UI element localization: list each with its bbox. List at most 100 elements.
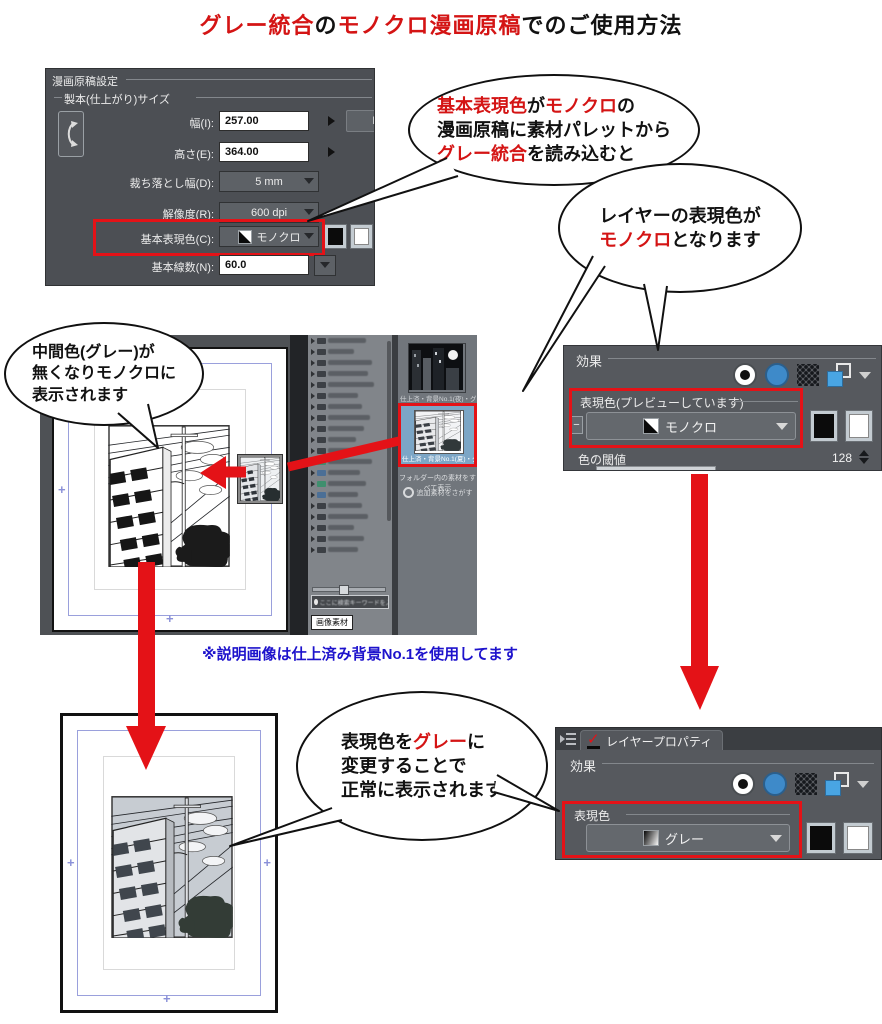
folder-row[interactable] (308, 346, 392, 357)
black-color-swatch[interactable] (324, 224, 347, 249)
dpi-select[interactable]: 600 dpi (219, 202, 319, 223)
expression-color-label: 表現色(プレビューしています) (580, 396, 744, 410)
material-search-box[interactable]: ここに検索キーワードを入力してください (311, 595, 389, 609)
threshold-value[interactable]: 128 (832, 451, 853, 465)
material-thumbnail (414, 410, 464, 454)
lines-dropdown-button[interactable] (314, 255, 336, 276)
bubble4-text: 表現色をグレーに 変更することで 正常に表示されます (341, 731, 503, 801)
folder-row[interactable] (308, 500, 392, 511)
scrollbar[interactable] (387, 341, 391, 521)
folder-row[interactable] (308, 357, 392, 368)
crop-mark-frame (77, 730, 261, 996)
folder-row[interactable] (308, 401, 392, 412)
default-border-frame (103, 756, 235, 970)
threshold-slider[interactable] (596, 466, 716, 470)
title-red-1: グレー統合 (199, 13, 315, 38)
caption-note: ※説明画像は仕上済み背景No.1を使用してます (202, 646, 518, 663)
width-label: 幅(I): (189, 118, 214, 130)
height-field[interactable]: 364.00 (219, 142, 309, 162)
chevron-down-icon[interactable] (857, 780, 869, 788)
folder-row[interactable] (308, 544, 392, 555)
folder-row[interactable] (308, 379, 392, 390)
bleed-select[interactable]: 5 mm (219, 171, 319, 192)
monochrome-icon (643, 418, 659, 434)
expression-color-select[interactable]: モノクロ (586, 412, 796, 440)
lines-field[interactable]: 60.0 (219, 255, 309, 275)
expression-color-select[interactable]: グレー (586, 824, 790, 852)
black-color-swatch[interactable] (810, 410, 838, 442)
bubble2-text: レイヤーの表現色が モノクロとなります (599, 205, 761, 250)
folder-row[interactable] (308, 423, 392, 434)
layer-color-effect-icon[interactable] (827, 363, 851, 387)
collapse-button[interactable]: − (570, 416, 583, 434)
canvas-edge (290, 335, 308, 635)
tab-layer-property[interactable]: ✓ レイヤープロパティ (580, 730, 724, 751)
border-effect-icon[interactable] (733, 363, 757, 387)
material-folder-tree[interactable]: ここに検索キーワードを入力してください 画像素材 (308, 335, 392, 635)
material-item-night[interactable] (408, 343, 466, 393)
folder-row[interactable] (308, 533, 392, 544)
folder-row[interactable] (308, 478, 392, 489)
tone-effect-icon[interactable] (763, 772, 787, 796)
effects-section-label: 効果 (576, 354, 603, 369)
manga-settings-dialog: 漫画原稿設定 製本(仕上がり)サイズ 幅(I): 257.00 B 高さ(E):… (45, 68, 375, 286)
folder-row[interactable] (308, 511, 392, 522)
folder-row[interactable] (308, 445, 392, 456)
white-color-swatch[interactable] (350, 224, 373, 249)
layer-property-effects-panel: 効果 表現色(プレビューしています) − モノクロ 色の閾値 128 (563, 345, 882, 471)
halftone-effect-icon[interactable] (797, 364, 819, 386)
show-all-materials-label: フォルダー内の素材をすべて表示 (399, 475, 476, 492)
bleed-label: 裁ち落とし幅(D): (129, 178, 214, 190)
chevron-down-icon[interactable] (859, 371, 871, 379)
monochrome-icon (237, 229, 252, 244)
width-field[interactable]: 257.00 (219, 111, 309, 131)
white-color-swatch[interactable] (845, 410, 873, 442)
folder-row[interactable] (308, 522, 392, 533)
panel-menu-icon[interactable] (560, 732, 576, 746)
material-caption-selected: 仕上済・背景No.1(夏)・グレー統合 (402, 456, 474, 463)
chevron-down-icon (320, 262, 330, 268)
lines-label: 基本線数(N): (151, 262, 214, 274)
height-arrow-icon[interactable] (328, 147, 335, 157)
folder-row[interactable] (308, 390, 392, 401)
layer-color-effect-icon[interactable] (825, 772, 849, 796)
white-color-swatch[interactable] (843, 822, 873, 854)
swap-width-height-button[interactable] (58, 111, 84, 157)
binding-size-group-label: 製本(仕上がり)サイズ (64, 94, 170, 106)
layer-property-body: 効果 表現色 グレー (556, 750, 881, 859)
folder-row[interactable] (308, 434, 392, 445)
speech-bubble-no-midtones: 中間色(グレー)が 無くなりモノクロに 表示されます (4, 322, 204, 426)
search-icon (314, 599, 318, 605)
app-screenshot-monochrome: + + + ここに検索キーワードを入力してください 画像素材 (40, 335, 477, 635)
preset-size-button[interactable]: B (346, 110, 374, 132)
border-effect-icon[interactable] (731, 772, 755, 796)
gray-gradient-icon (643, 830, 659, 846)
height-label: 高さ(E): (174, 149, 214, 161)
tone-effect-icon[interactable] (765, 363, 789, 387)
folder-row[interactable] (308, 412, 392, 423)
gray-artwork (111, 796, 233, 938)
halftone-effect-icon[interactable] (795, 773, 817, 795)
threshold-label: 色の閾値 (578, 453, 627, 467)
down-arrow-right-shaft (691, 474, 708, 668)
layer-property-panel: ✓ レイヤープロパティ 効果 表現色 グレー (555, 727, 882, 860)
folder-row[interactable] (308, 368, 392, 379)
chevron-down-icon (776, 422, 788, 430)
thumbnail-size-slider[interactable] (312, 585, 386, 595)
threshold-spinner[interactable] (859, 450, 869, 464)
dragged-material-thumbnail (237, 454, 283, 504)
image-material-tag[interactable]: 画像素材 (311, 615, 353, 630)
material-item-selected[interactable]: 仕上済・背景No.1(夏)・グレー統合 (398, 403, 477, 467)
folder-row[interactable] (308, 456, 392, 467)
bubble3-text: 中間色(グレー)が 無くなりモノクロに 表示されます (31, 343, 176, 404)
folder-row[interactable] (308, 335, 392, 346)
title-red-2: モノクロ漫画原稿 (337, 13, 522, 38)
find-more-materials[interactable]: 追加素材をさがす (398, 487, 477, 498)
width-arrow-icon[interactable] (328, 116, 335, 126)
basic-color-select[interactable]: モノクロ (219, 226, 319, 247)
folder-row[interactable] (308, 489, 392, 500)
folder-row[interactable] (308, 467, 392, 478)
page-title: グレー統合のモノクロ漫画原稿でのご使用方法 (199, 13, 683, 38)
black-color-swatch[interactable] (806, 822, 836, 854)
